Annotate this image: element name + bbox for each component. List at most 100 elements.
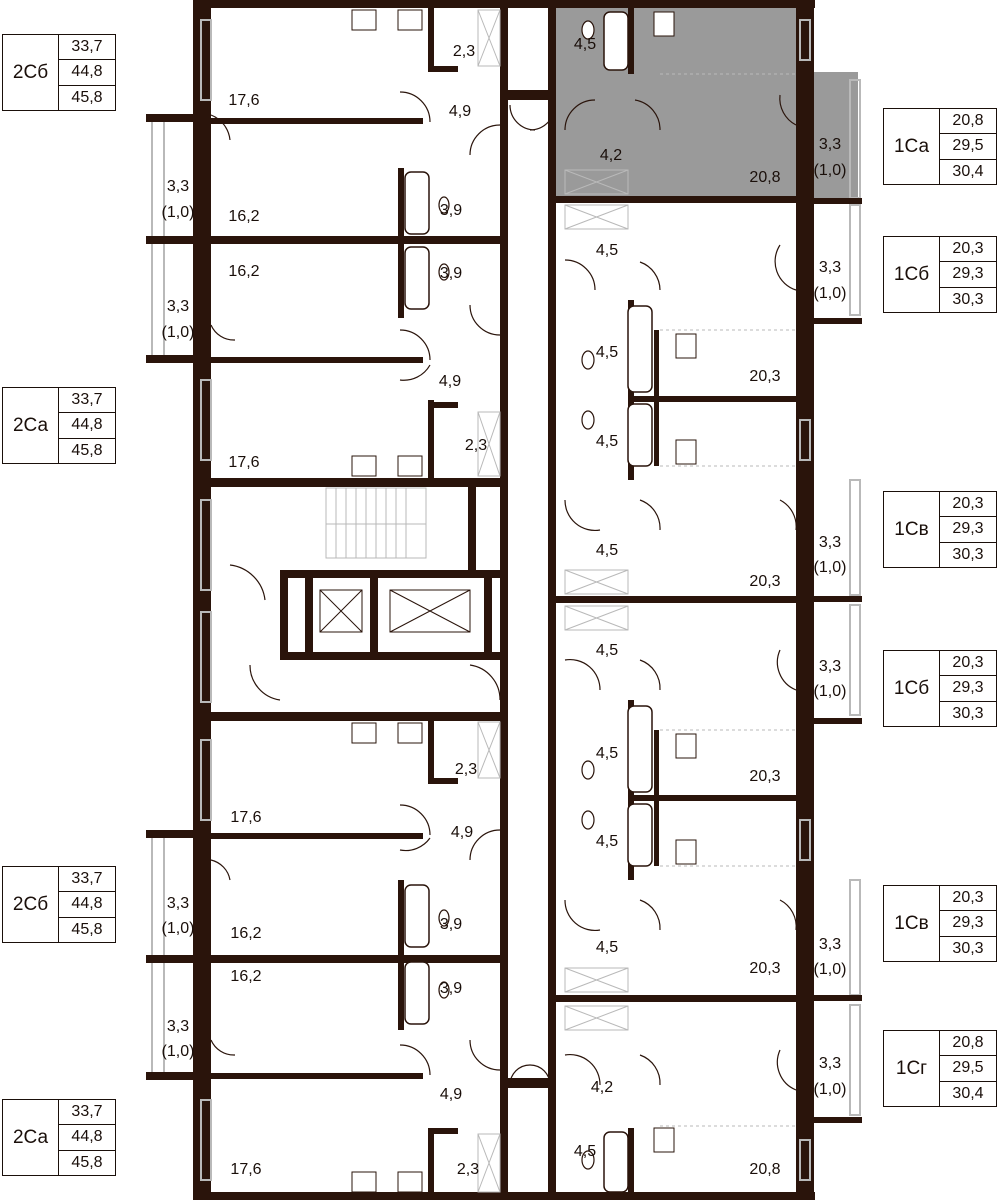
apartment-type: 1Св <box>894 912 929 934</box>
apartment-areas: 33,7 44,8 45,8 <box>58 1100 115 1175</box>
room-area-label: (1,0) <box>161 1043 195 1060</box>
room-area-label: 17,6 <box>230 1161 262 1178</box>
room-area-label: 4,5 <box>595 344 619 361</box>
living-area: 33,7 <box>71 1103 103 1121</box>
room-area-label: (1,0) <box>813 285 847 302</box>
room-area-label: 16,2 <box>228 208 260 225</box>
total-area-with-balcony: 30,3 <box>940 541 996 567</box>
apartment-type: 1Сб <box>893 677 930 699</box>
room-area-label: 2,3 <box>452 43 476 60</box>
room-area-label: (1,0) <box>161 324 195 341</box>
room-area-label: 3,3 <box>166 895 190 912</box>
room-area-label: (1,0) <box>813 1081 847 1098</box>
room-area-label: 20,3 <box>749 960 781 977</box>
room-area-label: (1,0) <box>813 162 847 179</box>
total-area-with-balcony: 30,3 <box>940 700 996 726</box>
living-area: 33,7 <box>71 38 103 56</box>
door-swings <box>210 91 797 1091</box>
room-area-label: 4,5 <box>595 833 619 850</box>
apartment-card-1sv-top[interactable]: 1Св 20,3 29,3 30,3 <box>883 491 997 568</box>
room-area-label: 3,3 <box>818 534 842 551</box>
living-area: 20,3 <box>952 495 984 513</box>
apartment-areas: 20,3 29,3 30,3 <box>939 492 996 567</box>
room-area-label: 4,9 <box>450 824 474 841</box>
room-area-label: 17,6 <box>230 809 262 826</box>
apartment-card-1sg[interactable]: 1Сг 20,8 29,5 30,4 <box>883 1030 997 1107</box>
apartment-areas: 20,8 29,5 30,4 <box>939 109 996 184</box>
bathtubs <box>404 11 653 1193</box>
room-area-label: (1,0) <box>161 204 195 221</box>
kitchen-stoves <box>351 9 697 1193</box>
total-area-with-balcony: 30,4 <box>940 158 996 184</box>
total-area-with-balcony: 30,3 <box>940 286 996 312</box>
living-area: 20,8 <box>952 112 984 130</box>
closets <box>477 9 796 1193</box>
apartment-card-1sv-bottom[interactable]: 1Св 20,3 29,3 30,3 <box>883 885 997 962</box>
total-area: 29,5 <box>940 1055 996 1080</box>
total-area: 29,3 <box>940 261 996 286</box>
apartment-card-1sa[interactable]: 1Са 20,8 29,5 30,4 <box>883 108 997 185</box>
room-area-label: 4,5 <box>595 745 619 762</box>
apartment-type: 2Са <box>12 1126 49 1148</box>
stairs <box>325 487 427 559</box>
room-area-label: 3,3 <box>166 298 190 315</box>
total-area-with-balcony: 30,3 <box>940 935 996 961</box>
room-area-label: 4,9 <box>439 1086 463 1103</box>
room-area-label: 3,3 <box>818 936 842 953</box>
apartment-type: 1Св <box>894 518 929 540</box>
room-area-label: 20,8 <box>749 1161 781 1178</box>
total-area: 44,8 <box>59 412 115 437</box>
room-area-label: 16,2 <box>230 925 262 942</box>
room-area-label: 4,9 <box>438 373 462 390</box>
apartment-card-1sb-top[interactable]: 1Сб 20,3 29,3 30,3 <box>883 236 997 313</box>
room-area-label: 3,9 <box>439 202 463 219</box>
apartment-areas: 33,7 44,8 45,8 <box>58 388 115 463</box>
living-area: 20,8 <box>952 1034 984 1052</box>
living-area: 33,7 <box>71 870 103 888</box>
left-balcony-frames <box>146 114 200 1080</box>
apartment-type: 2Са <box>12 414 49 436</box>
room-area-label: 3,9 <box>439 916 463 933</box>
room-area-label: 4,9 <box>448 103 472 120</box>
apartment-type: 2Сб <box>12 893 49 915</box>
apartment-card-2sa-bottom[interactable]: 2Са 33,7 44,8 45,8 <box>2 1099 116 1176</box>
living-area: 20,3 <box>952 240 984 258</box>
room-area-label: 4,5 <box>595 939 619 956</box>
total-area-with-balcony: 45,8 <box>59 84 115 110</box>
total-area-with-balcony: 45,8 <box>59 437 115 463</box>
room-area-label: 3,3 <box>818 658 842 675</box>
apartment-areas: 20,3 29,3 30,3 <box>939 886 996 961</box>
total-area-with-balcony: 30,4 <box>940 1080 996 1106</box>
room-area-label: 3,3 <box>818 136 842 153</box>
total-area: 44,8 <box>59 1124 115 1149</box>
room-area-label: 16,2 <box>230 968 262 985</box>
apartment-card-2sa-top[interactable]: 2Са 33,7 44,8 45,8 <box>2 387 116 464</box>
apartment-areas: 33,7 44,8 45,8 <box>58 35 115 110</box>
total-area-with-balcony: 45,8 <box>59 1149 115 1175</box>
total-area-with-balcony: 45,8 <box>59 916 115 942</box>
room-area-label: 17,6 <box>228 454 260 471</box>
room-area-label: 3,3 <box>166 178 190 195</box>
room-area-label: 4,5 <box>595 642 619 659</box>
apartment-card-2sb-top[interactable]: 2Сб 33,7 44,8 45,8 <box>2 34 116 111</box>
room-area-label: 4,5 <box>573 1143 597 1160</box>
highlighted-apartment[interactable] <box>548 8 858 198</box>
apartment-card-1sb-bottom[interactable]: 1Сб 20,3 29,3 30,3 <box>883 650 997 727</box>
room-area-label: 4,5 <box>573 36 597 53</box>
room-area-label: 2,3 <box>454 761 478 778</box>
apartment-areas: 33,7 44,8 45,8 <box>58 867 115 942</box>
apartment-areas: 20,8 29,5 30,4 <box>939 1031 996 1106</box>
room-area-label: 4,2 <box>599 147 623 164</box>
total-area: 44,8 <box>59 891 115 916</box>
room-area-label: 2,3 <box>456 1161 480 1178</box>
lifts <box>319 589 471 633</box>
room-area-label: 2,3 <box>464 437 488 454</box>
toilets <box>438 20 595 1170</box>
room-area-label: (1,0) <box>813 559 847 576</box>
room-area-label: (1,0) <box>161 920 195 937</box>
living-area: 20,3 <box>952 889 984 907</box>
apartment-card-2sb-bottom[interactable]: 2Сб 33,7 44,8 45,8 <box>2 866 116 943</box>
room-area-label: 16,2 <box>228 263 260 280</box>
room-area-label: 20,8 <box>749 169 781 186</box>
